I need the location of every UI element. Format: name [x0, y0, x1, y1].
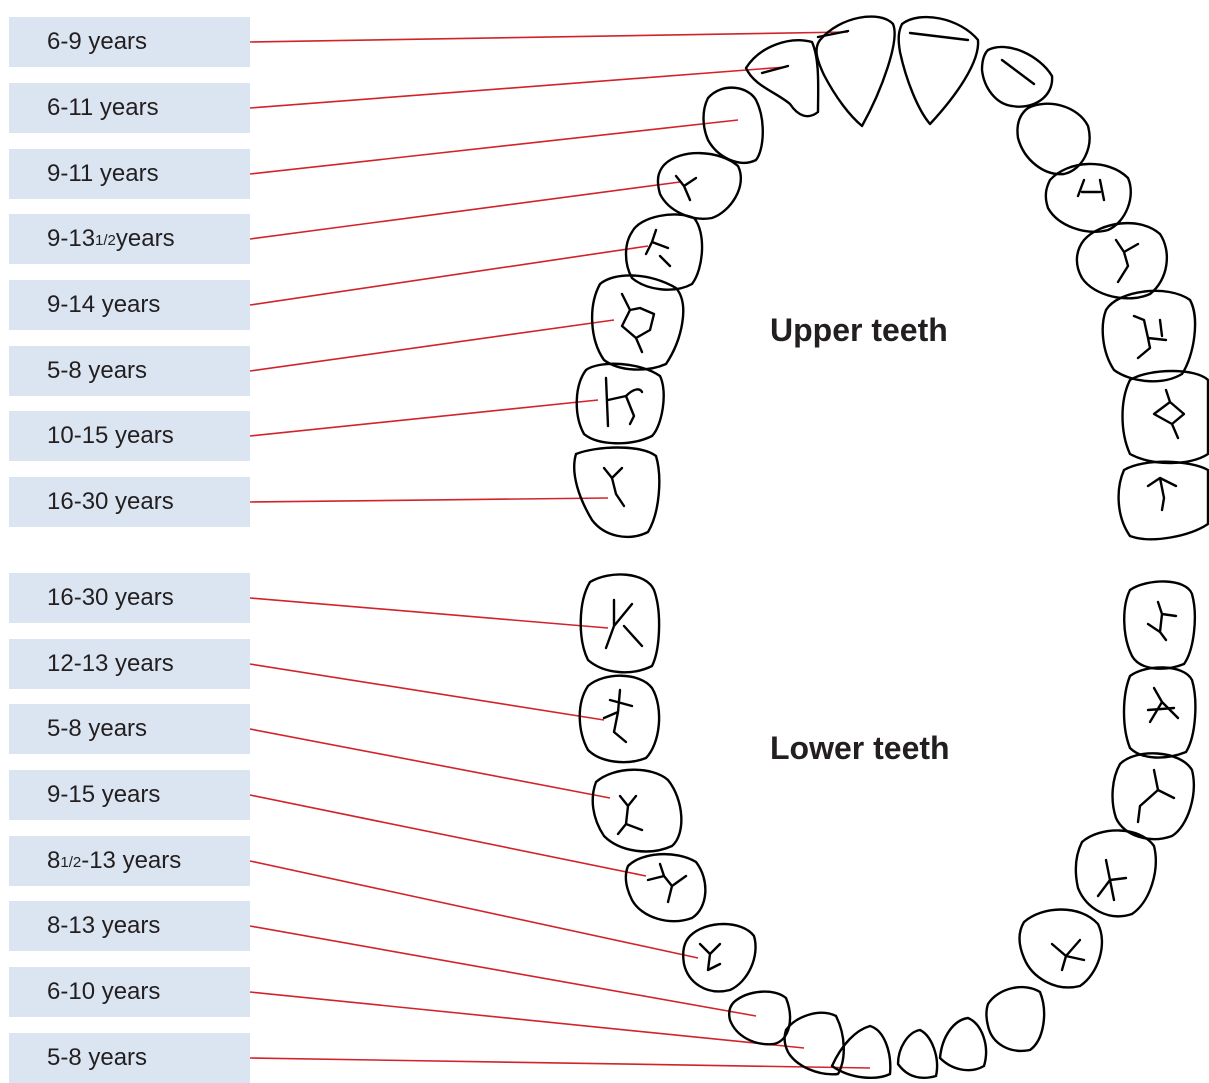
leader-line	[250, 861, 698, 958]
leader-lines	[250, 32, 870, 1068]
upper-premolar2-left	[626, 214, 702, 289]
lower-molar3-right	[1124, 581, 1195, 668]
upper-premolar2-right	[1077, 223, 1167, 298]
lower-lateral-incisor-right	[940, 1018, 986, 1070]
leader-line	[250, 498, 608, 502]
leader-line	[250, 729, 610, 798]
lower-canine-right	[987, 987, 1045, 1051]
lower-molar1-left	[593, 770, 682, 852]
upper-canine-right	[1017, 104, 1089, 174]
leader-line	[250, 992, 804, 1048]
lower-teeth	[580, 574, 1196, 1077]
upper-lateral-incisor-right	[982, 47, 1052, 107]
lower-central-incisor-right	[898, 1030, 937, 1078]
upper-lateral-incisor-left	[746, 40, 818, 116]
upper-molar2-left	[577, 364, 664, 444]
upper-molar2-right	[1123, 371, 1209, 463]
lower-molar3-left	[581, 574, 659, 672]
upper-central-incisor-left	[817, 17, 895, 126]
leader-line	[250, 664, 604, 720]
lower-lateral-incisor-left	[785, 1013, 844, 1074]
leader-line	[250, 320, 614, 371]
leader-line	[250, 795, 646, 876]
leader-line	[250, 926, 756, 1016]
upper-premolar1-left	[658, 153, 741, 219]
upper-molar1-right	[1103, 291, 1195, 381]
lower-molar2-left	[580, 676, 659, 762]
lower-premolar2-right	[1076, 830, 1156, 916]
leader-line	[250, 400, 598, 436]
lower-premolar2-left	[626, 854, 705, 921]
lower-canine-left	[729, 992, 790, 1045]
leader-line	[250, 182, 680, 239]
lower-molar1-right	[1113, 753, 1194, 839]
upper-teeth	[574, 17, 1208, 540]
leader-line	[250, 246, 648, 305]
leader-line	[250, 32, 848, 42]
lower-molar2-right	[1124, 667, 1195, 757]
lower-premolar1-right	[1020, 910, 1102, 988]
upper-canine-left	[704, 88, 763, 163]
lower-central-incisor-left	[832, 1026, 890, 1078]
leader-line	[250, 598, 608, 628]
leader-line	[250, 1058, 870, 1068]
